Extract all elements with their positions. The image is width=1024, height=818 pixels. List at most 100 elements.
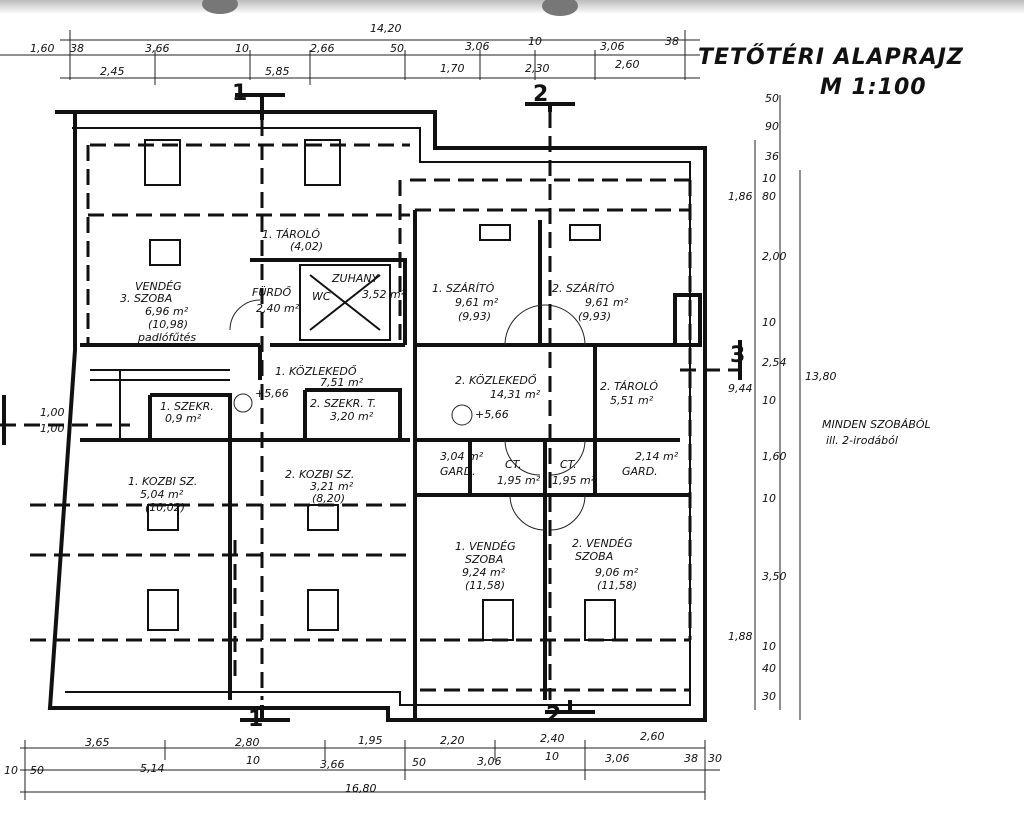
punch-hole bbox=[542, 0, 578, 16]
note-line-2: ill. 2-irodából bbox=[826, 434, 898, 447]
room-vszoba2-area2: (11,58) bbox=[597, 579, 637, 592]
note-line-1: MINDEN SZOBÁBÓL bbox=[822, 418, 931, 431]
dim-label: 2,40 bbox=[540, 732, 565, 745]
room-kozbi2-name: 2. KOZBI SZ. bbox=[285, 468, 354, 481]
room-vszoba2-name2: SZOBA bbox=[575, 550, 613, 563]
section-lines bbox=[0, 93, 742, 722]
dim-label: 1,86 bbox=[728, 190, 753, 203]
dim-label: 3,66 bbox=[145, 42, 170, 55]
dim-label: 10 bbox=[235, 42, 249, 55]
section-mark-3: 3 bbox=[730, 343, 745, 368]
dim-label: 10 bbox=[762, 172, 776, 185]
door-swings bbox=[229, 299, 586, 531]
dim-label: 10 bbox=[545, 750, 559, 763]
dim-label: 3,06 bbox=[600, 40, 625, 53]
section-mark-1-top: 1 bbox=[232, 81, 247, 106]
room-vszoba2-area: 9,06 m² bbox=[595, 566, 639, 579]
dim-label: 3,06 bbox=[477, 755, 502, 768]
room-szekr2-area: 3,20 m² bbox=[330, 410, 374, 423]
room-taroló-1-name: 1. TÁROLÓ bbox=[262, 228, 320, 241]
dim-label: 2,54 bbox=[762, 356, 787, 369]
room-zuhany-area: 3,52 m² bbox=[362, 288, 406, 301]
dim-label: 2,00 bbox=[762, 250, 787, 263]
room-gard1-area: 3,04 m² bbox=[440, 450, 484, 463]
room-szekr2-name: 2. SZEKR. T. bbox=[310, 397, 376, 410]
dim-label: 9,44 bbox=[728, 382, 753, 395]
dim-label: 10 bbox=[762, 394, 776, 407]
room-ct2-name: CT. bbox=[560, 458, 577, 471]
dim-label: 2,66 bbox=[310, 42, 335, 55]
dim-label: 10 bbox=[4, 764, 18, 777]
room-labels: 1. TÁROLÓ (4,02) VENDÉG 3. SZOBA 6,96 m²… bbox=[120, 228, 679, 592]
room-kozbi2-area: 3,21 m² bbox=[310, 480, 354, 493]
room-szarito1-area2: (9,93) bbox=[458, 310, 491, 323]
dim-label: 2,80 bbox=[235, 736, 260, 749]
dim-label: 10 bbox=[762, 640, 776, 653]
dim-right-total: 13,80 bbox=[805, 370, 837, 383]
dim-label: 3,66 bbox=[320, 758, 345, 771]
room-vendeg3-area: 6,96 m² bbox=[145, 305, 189, 318]
dim-label: 50 bbox=[390, 42, 404, 55]
section-mark-2-bottom: 2 bbox=[546, 703, 561, 728]
room-furdo-name: FÜRDŐ bbox=[252, 285, 291, 299]
room-kozl1-name: 1. KÖZLEKEDŐ bbox=[275, 364, 357, 378]
room-wc-name: WC bbox=[312, 290, 331, 303]
dim-label: 38 bbox=[70, 42, 84, 55]
room-ct1-area: 1,95 m² bbox=[497, 474, 541, 487]
dim-label: 1,70 bbox=[440, 62, 465, 75]
dim-label: 40 bbox=[762, 662, 776, 675]
room-vszoba1-area2: (11,58) bbox=[465, 579, 505, 592]
room-kozbi1-name: 1. KOZBI SZ. bbox=[128, 475, 197, 488]
room-kozl2-name: 2. KÖZLEKEDŐ bbox=[455, 373, 537, 387]
dim-label: 3,06 bbox=[465, 40, 490, 53]
dim-label: 1,95 bbox=[358, 734, 383, 747]
room-vszoba1-area: 9,24 m² bbox=[462, 566, 506, 579]
room-zuhany-name: ZUHANY bbox=[331, 272, 380, 285]
room-kozl2-level: +5,66 bbox=[475, 408, 509, 421]
dim-label: 30 bbox=[762, 690, 776, 703]
dim-label: 5,85 bbox=[265, 65, 290, 78]
dim-label: 1,00 bbox=[40, 406, 65, 419]
dim-label: 30 bbox=[708, 752, 722, 765]
section-mark-2-top: 2 bbox=[533, 82, 548, 107]
room-furdo-area: 2,40 m² bbox=[256, 302, 300, 315]
room-taroló2-area: 5,51 m² bbox=[610, 394, 654, 407]
dim-label: 2,45 bbox=[100, 65, 125, 78]
dim-label: 1,60 bbox=[762, 450, 787, 463]
room-kozl1-level: +5,66 bbox=[255, 387, 289, 400]
plan-scale: M 1:100 bbox=[820, 75, 927, 100]
room-vendeg3-name2: 3. SZOBA bbox=[120, 292, 172, 305]
plan-title: TETŐTÉRI ALAPRAJZ bbox=[698, 44, 964, 70]
dim-label: 1,00 bbox=[40, 422, 65, 435]
room-ct2-area: 1,95 m² bbox=[552, 474, 596, 487]
dimension-texts: 14,20 1,60 38 3,66 10 2,66 50 3,06 10 3,… bbox=[4, 22, 837, 795]
room-vszoba1-name: 1. VENDÉG bbox=[455, 540, 516, 553]
dim-top-total: 14,20 bbox=[370, 22, 402, 35]
dim-label: 3,65 bbox=[85, 736, 110, 749]
punch-hole bbox=[202, 0, 238, 14]
room-kozbi2-area2: (8,20) bbox=[312, 492, 345, 505]
room-kozbi1-area: 5,04 m² bbox=[140, 488, 184, 501]
room-szarito1-area: 9,61 m² bbox=[455, 296, 499, 309]
dim-label: 2,60 bbox=[615, 58, 640, 71]
windows bbox=[144, 139, 616, 641]
room-taroló2-name: 2. TÁROLÓ bbox=[600, 380, 658, 393]
room-gard2-name: GARD. bbox=[622, 465, 658, 478]
dimension-lines bbox=[0, 30, 801, 800]
dim-label: 10 bbox=[762, 316, 776, 329]
dim-label: 3,06 bbox=[605, 752, 630, 765]
room-szarito2-name: 2. SZÁRÍTÓ bbox=[552, 282, 615, 295]
room-vendeg3-name: VENDÉG bbox=[135, 280, 182, 293]
room-vendeg3-extra: padlófűtés bbox=[137, 331, 196, 344]
dim-label: 36 bbox=[765, 150, 779, 163]
dim-label: 2,30 bbox=[525, 62, 550, 75]
dim-label: 10 bbox=[246, 754, 260, 767]
room-kozl2-area: 14,31 m² bbox=[490, 388, 541, 401]
dim-label: 2,60 bbox=[640, 730, 665, 743]
dim-bottom-total: 16,80 bbox=[345, 782, 377, 795]
room-ct1-name: CT. bbox=[505, 458, 522, 471]
room-szekr1-area: 0,9 m² bbox=[165, 412, 202, 425]
outer-walls bbox=[30, 110, 707, 722]
dim-label: 10 bbox=[528, 35, 542, 48]
dim-label: 90 bbox=[765, 120, 779, 133]
